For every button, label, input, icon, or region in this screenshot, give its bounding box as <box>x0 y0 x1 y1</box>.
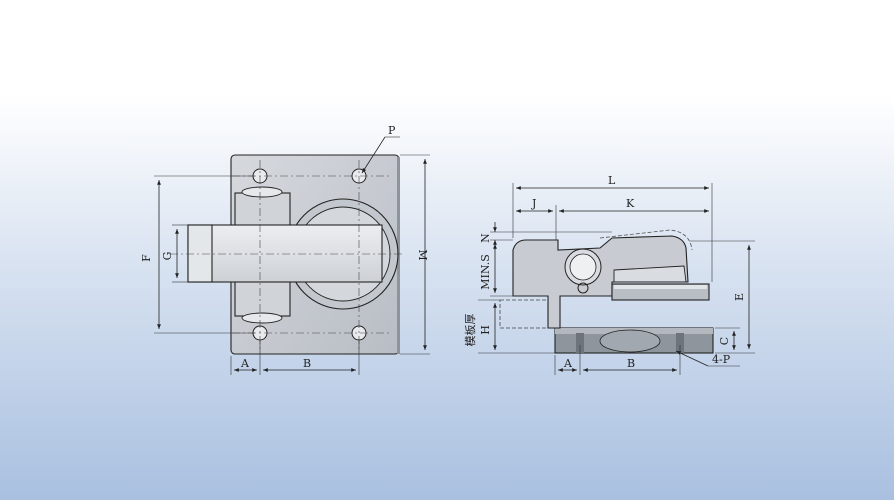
label-e: E <box>733 293 746 301</box>
swing-path <box>599 229 693 251</box>
label-h: H <box>479 325 492 335</box>
clamp-lever <box>187 224 383 283</box>
label-g: G <box>161 252 174 261</box>
label-m: M <box>416 249 429 260</box>
hinge-pin-top <box>241 186 283 198</box>
label-a-left: A <box>240 357 250 370</box>
label-b-left: B <box>303 357 311 370</box>
label-4p: 4-P <box>712 353 731 366</box>
label-p: P <box>388 124 396 137</box>
retaining-clip <box>577 282 589 294</box>
label-b-right: B <box>627 357 635 370</box>
label-k: K <box>626 197 635 210</box>
label-mins: MIN.S <box>479 254 492 290</box>
label-c: C <box>718 337 731 345</box>
side-clamp-pad-top <box>614 285 707 289</box>
side-base-boss <box>599 329 661 353</box>
pivot-pin-inner <box>569 253 597 281</box>
label-plate-thickness: 模板厚 <box>463 314 477 347</box>
label-l: L <box>608 174 616 187</box>
side-clamp-jaw <box>613 265 687 283</box>
side-base-slot <box>576 333 584 353</box>
lever-tip <box>187 224 213 283</box>
hinge-pin-bottom <box>241 312 283 324</box>
label-a-right: A <box>563 357 573 370</box>
top-view: P F G M A B <box>140 124 430 375</box>
side-view: L J K N MIN.S 模板厚 H E C <box>463 174 755 375</box>
label-j: J <box>531 197 536 210</box>
label-f: F <box>140 254 153 262</box>
side-base-slot <box>676 333 684 353</box>
label-n: N <box>479 233 492 243</box>
